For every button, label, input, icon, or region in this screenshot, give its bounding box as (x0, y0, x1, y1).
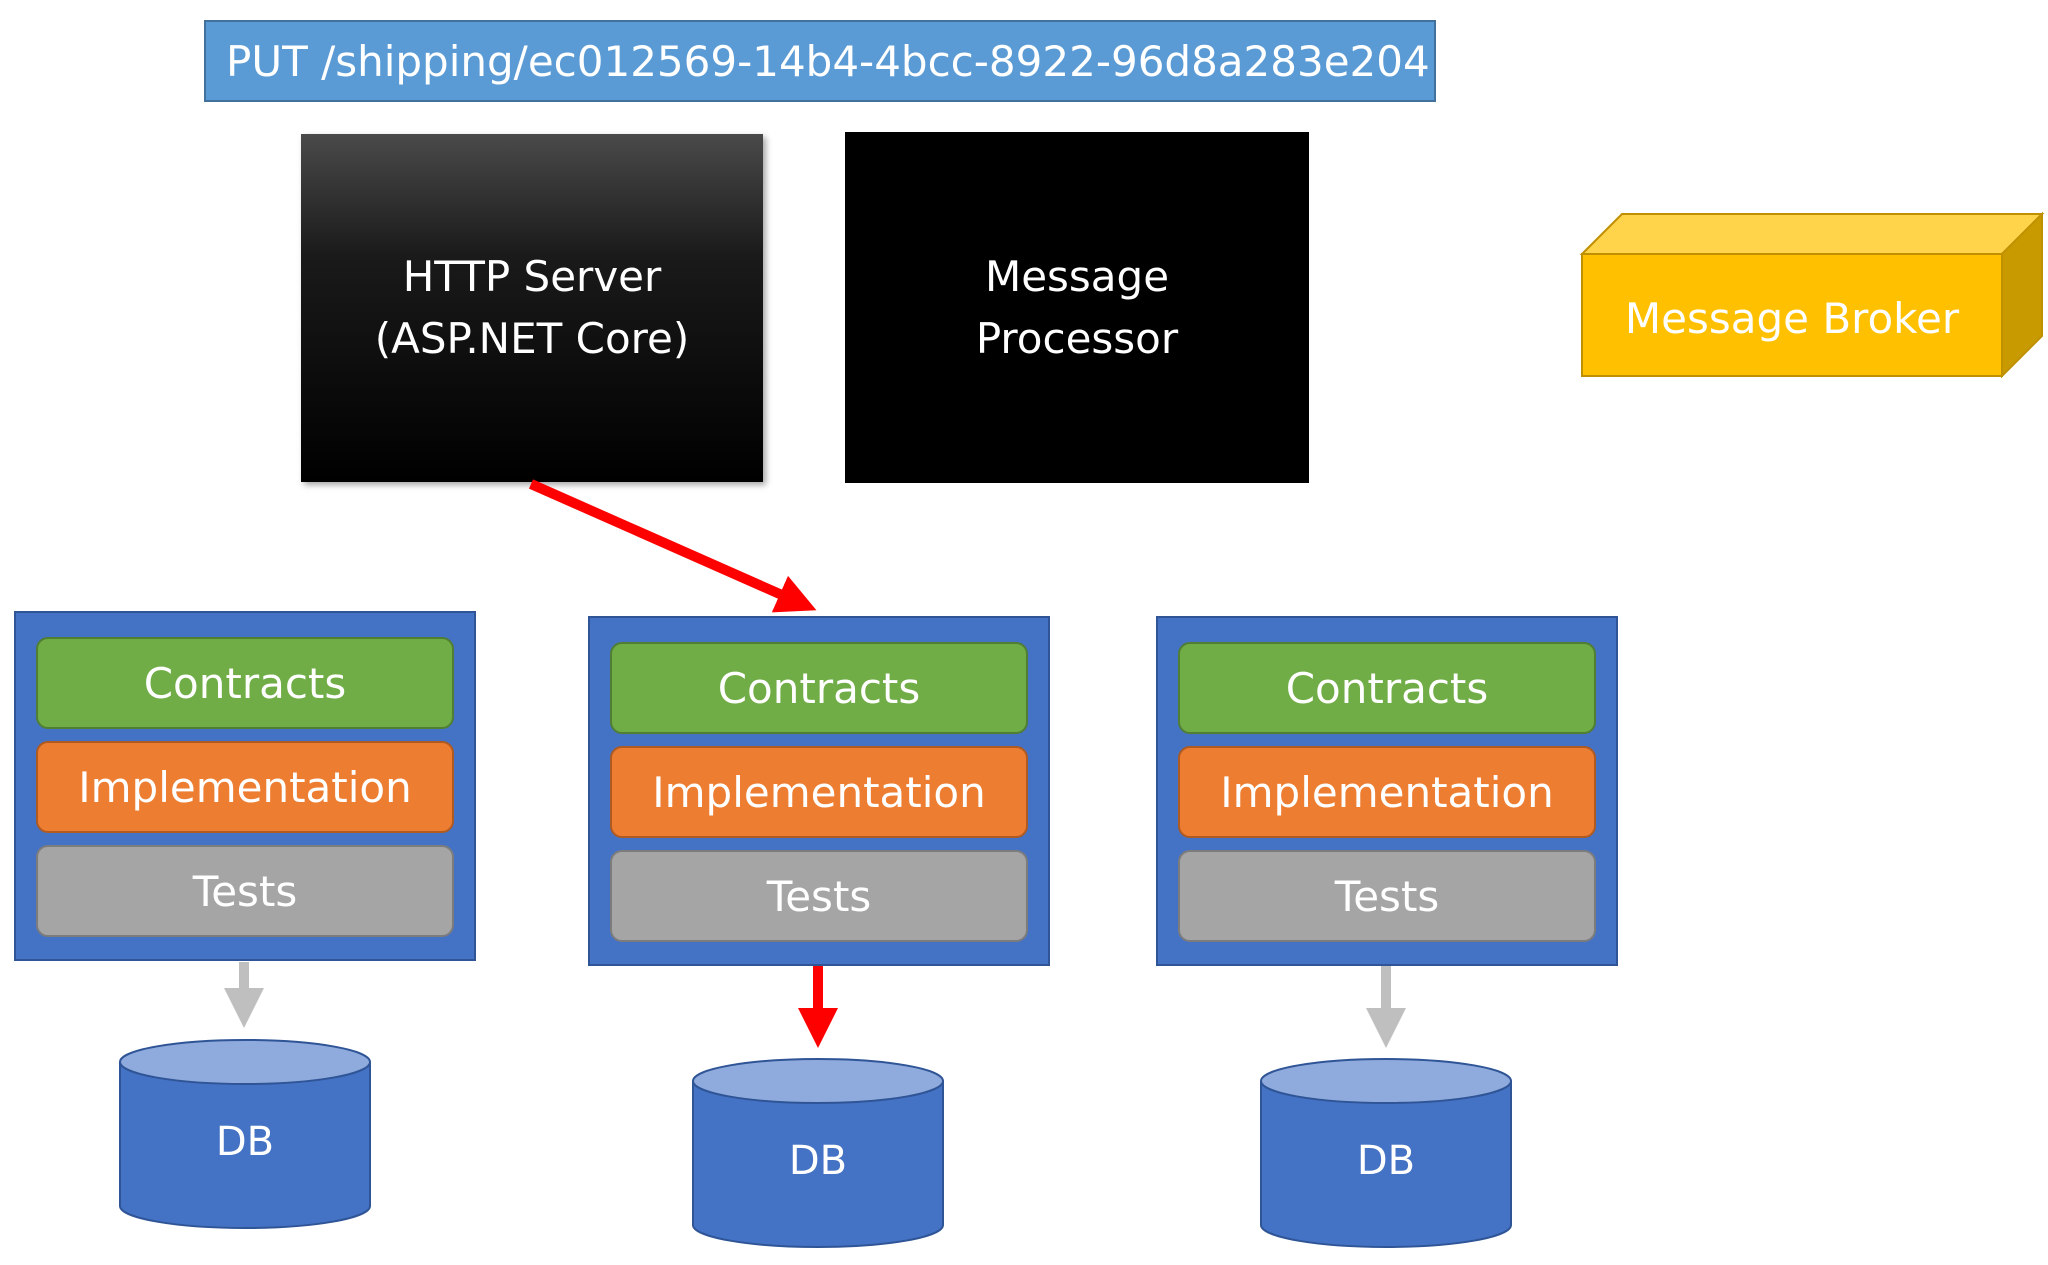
module-1-tests: Tests (36, 845, 454, 937)
module-3-contracts: Contracts (1178, 642, 1596, 734)
db-2-cylinder (692, 1058, 944, 1248)
request-text: PUT /shipping/ec012569-14b4-4bcc-8922-96… (226, 36, 1430, 86)
module-3: Contracts Implementation Tests (1156, 616, 1618, 966)
db-1-cylinder (119, 1039, 371, 1229)
db-3-cylinder (1260, 1058, 1512, 1248)
db-1-label: DB (215, 1119, 275, 1165)
arrow-http-to-module-2 (528, 479, 817, 613)
message-processor-box: Message Processor (845, 132, 1309, 483)
message-broker-label: Message Broker (1624, 293, 1960, 343)
module-1-contracts: Contracts (36, 637, 454, 729)
module-3-implementation: Implementation (1178, 746, 1596, 838)
module-2-implementation: Implementation (610, 746, 1028, 838)
db-3-label: DB (1356, 1138, 1416, 1184)
message-processor-title-line1: Message (984, 251, 1170, 301)
module-2-contracts: Contracts (610, 642, 1028, 734)
message-broker-top-face (1579, 213, 2045, 255)
db-2-label: DB (788, 1138, 848, 1184)
module-3-tests: Tests (1178, 850, 1596, 942)
message-processor-title-line2: Processor (975, 313, 1179, 363)
http-server-title: HTTP Server (402, 252, 662, 301)
module-1-implementation: Implementation (36, 741, 454, 833)
http-server-box: HTTP Server (ASP.NET Core) (301, 134, 763, 482)
message-broker-front-face (1581, 253, 2003, 377)
request-banner: PUT /shipping/ec012569-14b4-4bcc-8922-96… (204, 20, 1436, 102)
message-broker-shape (1579, 211, 2045, 379)
http-server-subtitle: (ASP.NET Core) (374, 314, 690, 363)
module-2: Contracts Implementation Tests (588, 616, 1050, 966)
module-2-tests: Tests (610, 850, 1028, 942)
module-1: Contracts Implementation Tests (14, 611, 476, 961)
